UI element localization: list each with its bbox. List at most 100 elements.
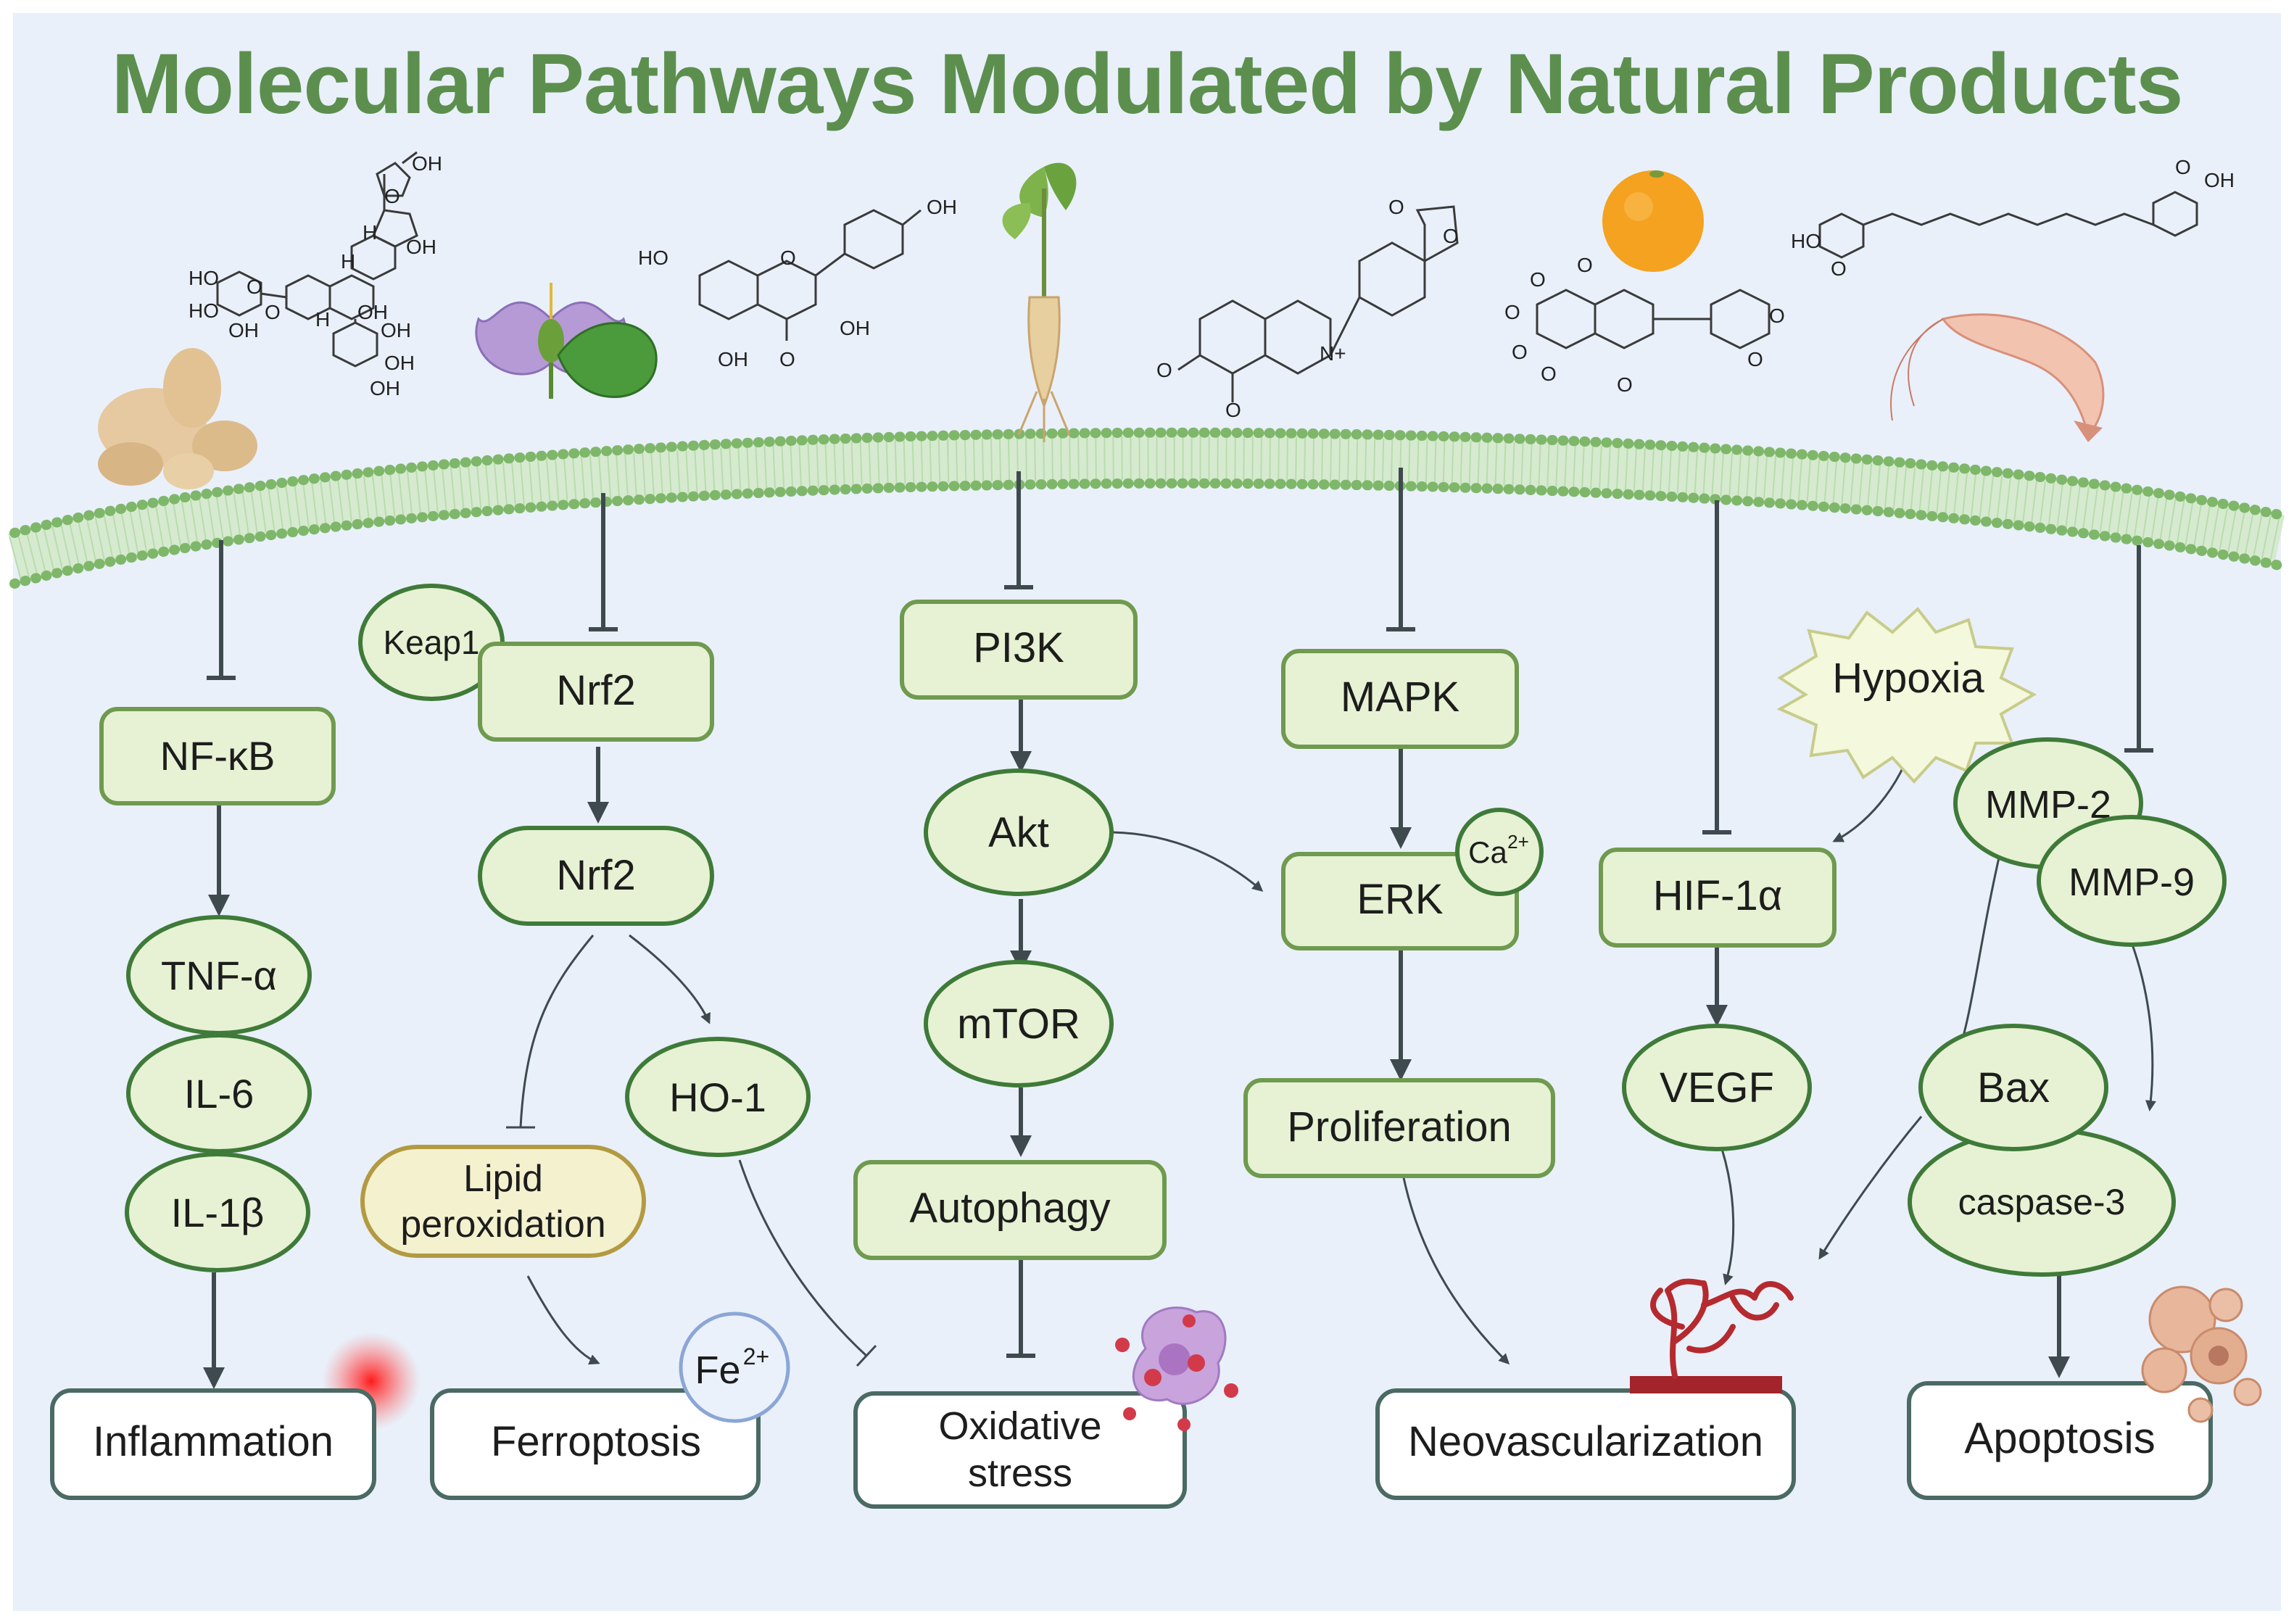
- svg-text:mTOR: mTOR: [957, 1000, 1080, 1048]
- node-lipid-peroxidation: Lipid peroxidation: [360, 1145, 646, 1258]
- molecule-2: [698, 209, 922, 341]
- molecule-1-labels: OH HO HO OH O O O OH H H H OH OH OH OH: [189, 152, 442, 399]
- molecule-4-labels: O O O O O O O O: [1504, 254, 1785, 396]
- node-mmp9: MMP-9: [2037, 815, 2227, 947]
- svg-text:stress: stress: [968, 1451, 1072, 1495]
- svg-text:OH: OH: [381, 319, 411, 341]
- molecule-1: [216, 151, 418, 368]
- svg-text:N+: N+: [1320, 342, 1346, 365]
- svg-text:OH: OH: [370, 377, 400, 399]
- svg-text:OH: OH: [927, 196, 957, 218]
- svg-text:NF-κB: NF-κB: [160, 733, 276, 779]
- node-il6: IL-6: [126, 1033, 312, 1153]
- node-vegf: VEGF: [1622, 1024, 1812, 1151]
- svg-text:O: O: [1541, 362, 1557, 385]
- orange-icon: [1602, 170, 1704, 272]
- molecule-5-labels: O OH HO O: [1791, 156, 2235, 280]
- molecule-2-labels: HO OH OH OH O O: [638, 196, 957, 370]
- svg-text:O: O: [1504, 301, 1520, 323]
- node-oxidative-stress: Oxidative stress: [853, 1391, 1187, 1509]
- svg-text:OH: OH: [384, 352, 415, 374]
- node-hif1a: HIF-1α: [1599, 848, 1837, 948]
- svg-text:OH: OH: [412, 152, 442, 175]
- svg-text:OH: OH: [406, 236, 436, 258]
- molecule-3-labels: O O N+ O O: [1156, 196, 1459, 421]
- svg-text:Proliferation: Proliferation: [1287, 1103, 1511, 1151]
- svg-text:Akt: Akt: [988, 809, 1049, 856]
- svg-text:MMP-9: MMP-9: [2069, 861, 2195, 904]
- svg-text:HO: HO: [189, 299, 219, 322]
- svg-text:MMP-2: MMP-2: [1985, 783, 2111, 826]
- svg-text:O: O: [1225, 399, 1241, 421]
- svg-text:Neovascularization: Neovascularization: [1408, 1418, 1763, 1465]
- node-ferroptosis: Ferroptosis: [430, 1388, 761, 1500]
- svg-text:O: O: [265, 301, 281, 323]
- molecule-3: [1177, 205, 1459, 402]
- svg-text:Ferroptosis: Ferroptosis: [491, 1418, 701, 1465]
- node-autophagy: Autophagy: [853, 1160, 1167, 1260]
- node-proliferation: Proliferation: [1243, 1078, 1555, 1178]
- svg-text:2+: 2+: [1507, 831, 1529, 853]
- diagram-title: Molecular Pathways Modulated by Natural …: [111, 36, 2184, 132]
- svg-text:O: O: [1831, 257, 1847, 280]
- molecule-5: [1818, 191, 2198, 259]
- node-tnfa: TNF-α: [126, 915, 312, 1035]
- blood-vessel-icon: [1630, 1278, 1794, 1393]
- svg-text:OH: OH: [2204, 169, 2235, 191]
- svg-text:caspase-3: caspase-3: [1958, 1182, 2126, 1222]
- node-il1b: IL-1β: [125, 1152, 310, 1272]
- svg-text:O: O: [1577, 254, 1593, 276]
- node-ho1: HO-1: [625, 1037, 811, 1157]
- svg-text:VEGF: VEGF: [1660, 1064, 1774, 1111]
- svg-text:peroxidation: peroxidation: [400, 1204, 605, 1246]
- node-inflammation: Inflammation: [50, 1388, 376, 1500]
- apoptotic-body-icon: [2141, 1285, 2262, 1423]
- node-neovascularization: Neovascularization: [1375, 1388, 1796, 1500]
- svg-text:O: O: [1530, 268, 1546, 291]
- svg-text:Keap1: Keap1: [383, 624, 479, 661]
- svg-text:O: O: [247, 276, 262, 298]
- shrimp-icon: [1890, 313, 2105, 442]
- svg-text:O: O: [780, 246, 796, 269]
- svg-text:Fe: Fe: [695, 1348, 740, 1392]
- ros-cell-icon: [1115, 1306, 1238, 1431]
- ginger-icon: [98, 348, 257, 489]
- node-mapk: MAPK: [1281, 649, 1519, 749]
- node-caspase3: caspase-3: [1908, 1127, 2176, 1277]
- node-keap1: Keap1: [358, 584, 505, 701]
- svg-text:O: O: [1156, 359, 1172, 381]
- svg-text:HO: HO: [189, 267, 219, 289]
- svg-text:OH: OH: [718, 348, 748, 370]
- svg-text:Oxidative: Oxidative: [938, 1404, 1101, 1448]
- svg-text:Nrf2: Nrf2: [556, 667, 636, 714]
- svg-text:ERK: ERK: [1357, 876, 1444, 923]
- svg-text:Autophagy: Autophagy: [909, 1185, 1110, 1232]
- node-nfkb: NF-κB: [99, 707, 336, 805]
- svg-text:HO: HO: [638, 246, 668, 269]
- svg-text:O: O: [1443, 225, 1459, 247]
- node-erk: ERK: [1281, 852, 1519, 950]
- svg-text:Hypoxia: Hypoxia: [1832, 655, 1984, 702]
- svg-text:2+: 2+: [743, 1343, 769, 1370]
- svg-text:HIF-1α: HIF-1α: [1653, 872, 1783, 919]
- svg-text:Bax: Bax: [1977, 1064, 2050, 1111]
- svg-text:PI3K: PI3K: [973, 624, 1064, 671]
- connectors: [203, 468, 2156, 1389]
- svg-text:O: O: [779, 348, 795, 370]
- svg-text:H: H: [341, 250, 355, 273]
- svg-text:HO: HO: [1791, 230, 1821, 252]
- svg-text:OH: OH: [840, 317, 870, 339]
- node-akt: Akt: [924, 768, 1114, 896]
- node-nrf2-bound: Nrf2: [478, 642, 714, 742]
- svg-text:H: H: [363, 221, 377, 244]
- svg-text:O: O: [1617, 373, 1633, 396]
- svg-text:O: O: [384, 185, 400, 207]
- svg-text:O: O: [2175, 156, 2191, 178]
- svg-text:H: H: [315, 308, 330, 331]
- flower-icon: [475, 283, 658, 399]
- svg-text:O: O: [1512, 341, 1528, 363]
- node-bax: Bax: [1918, 1024, 2108, 1151]
- calcium-ion-badge: Ca 2+: [1455, 808, 1544, 896]
- svg-text:Nrf2: Nrf2: [556, 852, 636, 899]
